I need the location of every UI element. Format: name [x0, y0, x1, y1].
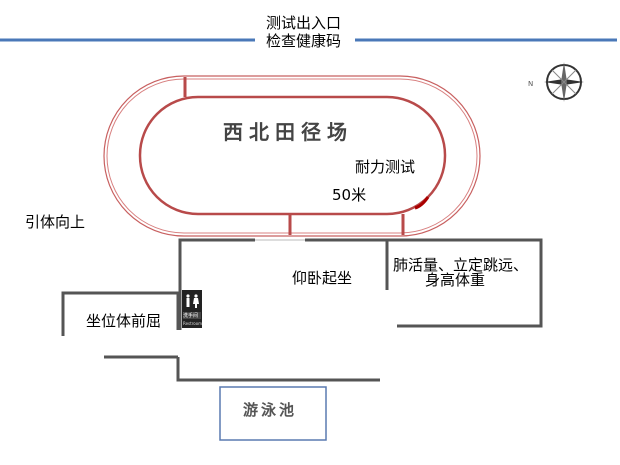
situp-area-label: 仰卧起坐: [292, 269, 353, 287]
lung-jump-label-2: 身高体重: [425, 271, 486, 289]
sprint-50m-label: 50米: [332, 186, 367, 204]
restroom-en: Restroom: [183, 321, 203, 326]
start-mark: [414, 196, 430, 210]
sit-reach-label: 坐位体前屈: [86, 312, 162, 330]
compass-icon: [544, 62, 584, 102]
health-code-label: 检查健康码: [266, 32, 342, 50]
restroom-sign: [182, 290, 202, 328]
entrance-label: 测试出入口: [266, 14, 342, 32]
restroom-cn: 洗手间: [183, 313, 199, 319]
track-outer: [103, 75, 481, 237]
compass-north: N: [528, 80, 534, 88]
walls: [61, 238, 543, 382]
track-inner: [138, 95, 447, 216]
pullup-area-label: 引体向上: [25, 213, 86, 231]
pool-label: 游泳池: [243, 401, 298, 419]
lung-jump-label-1: 肺活量、立定跳远、: [393, 256, 529, 274]
track-name: 西北田径场: [223, 120, 353, 144]
endurance-test-label: 耐力测试: [355, 158, 416, 176]
track-outer-2: [106, 78, 478, 234]
pool-box: [219, 386, 327, 441]
